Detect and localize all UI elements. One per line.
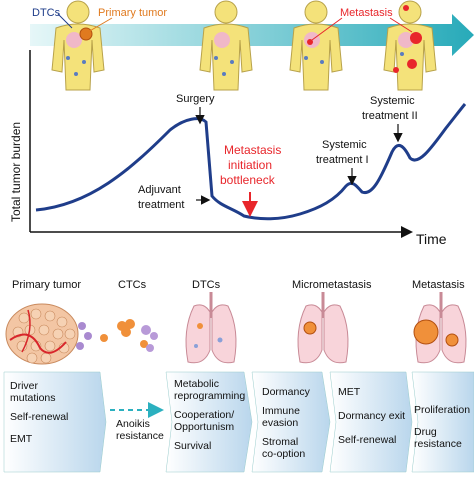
dtcs-box-text: Metabolic reprogramming Cooperation/ Opp… xyxy=(174,378,254,459)
stage-ctcs: CTCs xyxy=(118,279,147,291)
annotation-adjuvant-line2: treatment xyxy=(138,199,184,211)
human-figure-4 xyxy=(383,0,437,91)
box-met-early xyxy=(329,371,413,473)
human-figure-2 xyxy=(199,0,253,91)
micro-item-immune: Immune xyxy=(262,405,300,417)
stage-metastasis: Metastasis xyxy=(412,279,465,291)
annotation-systemic1-line2: treatment I xyxy=(316,154,369,166)
dtcs-item-cooperation: Cooperation/ xyxy=(174,409,235,421)
ctcs-item-resistance: resistance xyxy=(116,430,164,442)
metastasis-box-text: Proliferation Drug resistance xyxy=(414,404,474,457)
annotation-systemic2-line1: Systemic xyxy=(370,95,415,107)
annotation-bottleneck-line1: Metastasis xyxy=(224,143,281,157)
dtcs-item-reprogramming: reprogramming xyxy=(174,390,246,402)
primary-tumor-pointer xyxy=(87,17,113,33)
annotation-surgery: Surgery xyxy=(176,93,215,105)
label-metastasis: Metastasis xyxy=(340,7,393,19)
tumor-burden-curve xyxy=(35,103,467,221)
stage-dtcs: DTCs xyxy=(192,279,221,291)
metastasis-item-resistance: resistance xyxy=(414,438,462,450)
primary-item-mutations: mutations xyxy=(10,392,56,404)
human-figure-1 xyxy=(51,0,105,91)
box-dtcs xyxy=(165,371,253,473)
metastasis-pointer-2 xyxy=(389,17,413,33)
met-item-met: MET xyxy=(338,386,361,398)
metastasis-item-drug: Drug xyxy=(414,426,437,438)
label-dtcs: DTCs xyxy=(32,7,61,19)
ctcs-illustration xyxy=(100,319,158,352)
lungs-metastasis xyxy=(413,292,467,364)
annotation-bottleneck-line3: bottleneck xyxy=(220,173,276,187)
met-item-dormancy-exit: Dormancy exit xyxy=(338,410,406,422)
annotation-systemic2-line2: treatment II xyxy=(362,110,418,122)
primary-item-driver: Driver xyxy=(10,380,38,392)
box-metastasis xyxy=(411,371,474,473)
dtcs-pointer xyxy=(57,13,73,29)
human-figure-3 xyxy=(289,0,343,91)
micro-item-dormancy: Dormancy xyxy=(262,386,310,398)
micro-box-text: Dormancy Immune evasion Stromal co-optio… xyxy=(262,386,328,467)
stage-micrometastasis: Micrometastasis xyxy=(292,279,372,291)
annotation-systemic1-line1: Systemic xyxy=(322,139,367,151)
primary-tumor-illustration xyxy=(5,303,92,365)
annotation-adjuvant-line1: Adjuvant xyxy=(138,184,181,196)
lungs-micrometastasis xyxy=(297,292,349,364)
dtcs-item-metabolic: Metabolic xyxy=(174,378,219,390)
dtcs-item-survival: Survival xyxy=(174,440,212,452)
ctcs-item-anoikis: Anoikis xyxy=(116,418,150,430)
box-primary xyxy=(3,371,107,473)
primary-box-text: Driver mutations Self-renewal EMT xyxy=(10,380,102,452)
annotation-bottleneck-line2: initiation xyxy=(228,158,272,172)
metastasis-item-proliferation: Proliferation xyxy=(414,404,471,416)
label-primary-tumor: Primary tumor xyxy=(98,7,167,19)
ctcs-box-text: Anoikis resistance xyxy=(116,418,172,449)
micro-item-co-option: co-option xyxy=(262,448,306,460)
stage-primary-tumor: Primary tumor xyxy=(12,279,81,291)
x-axis-label: Time xyxy=(416,231,447,247)
primary-item-emt: EMT xyxy=(10,433,33,445)
metastasis-pointer-1 xyxy=(311,17,343,41)
met-item-self-renewal: Self-renewal xyxy=(338,434,397,446)
lungs-dtcs xyxy=(185,292,237,364)
met-early-box-text: MET Dormancy exit Self-renewal xyxy=(338,386,414,453)
dtcs-item-opportunism: Opportunism xyxy=(174,421,235,433)
primary-item-self-renewal: Self-renewal xyxy=(10,411,69,423)
box-micro xyxy=(251,371,331,473)
y-axis-label: Total tumor burden xyxy=(9,122,23,222)
progression-arrow xyxy=(30,14,474,56)
micro-item-evasion: evasion xyxy=(262,417,299,429)
micro-item-stromal: Stromal xyxy=(262,436,299,448)
